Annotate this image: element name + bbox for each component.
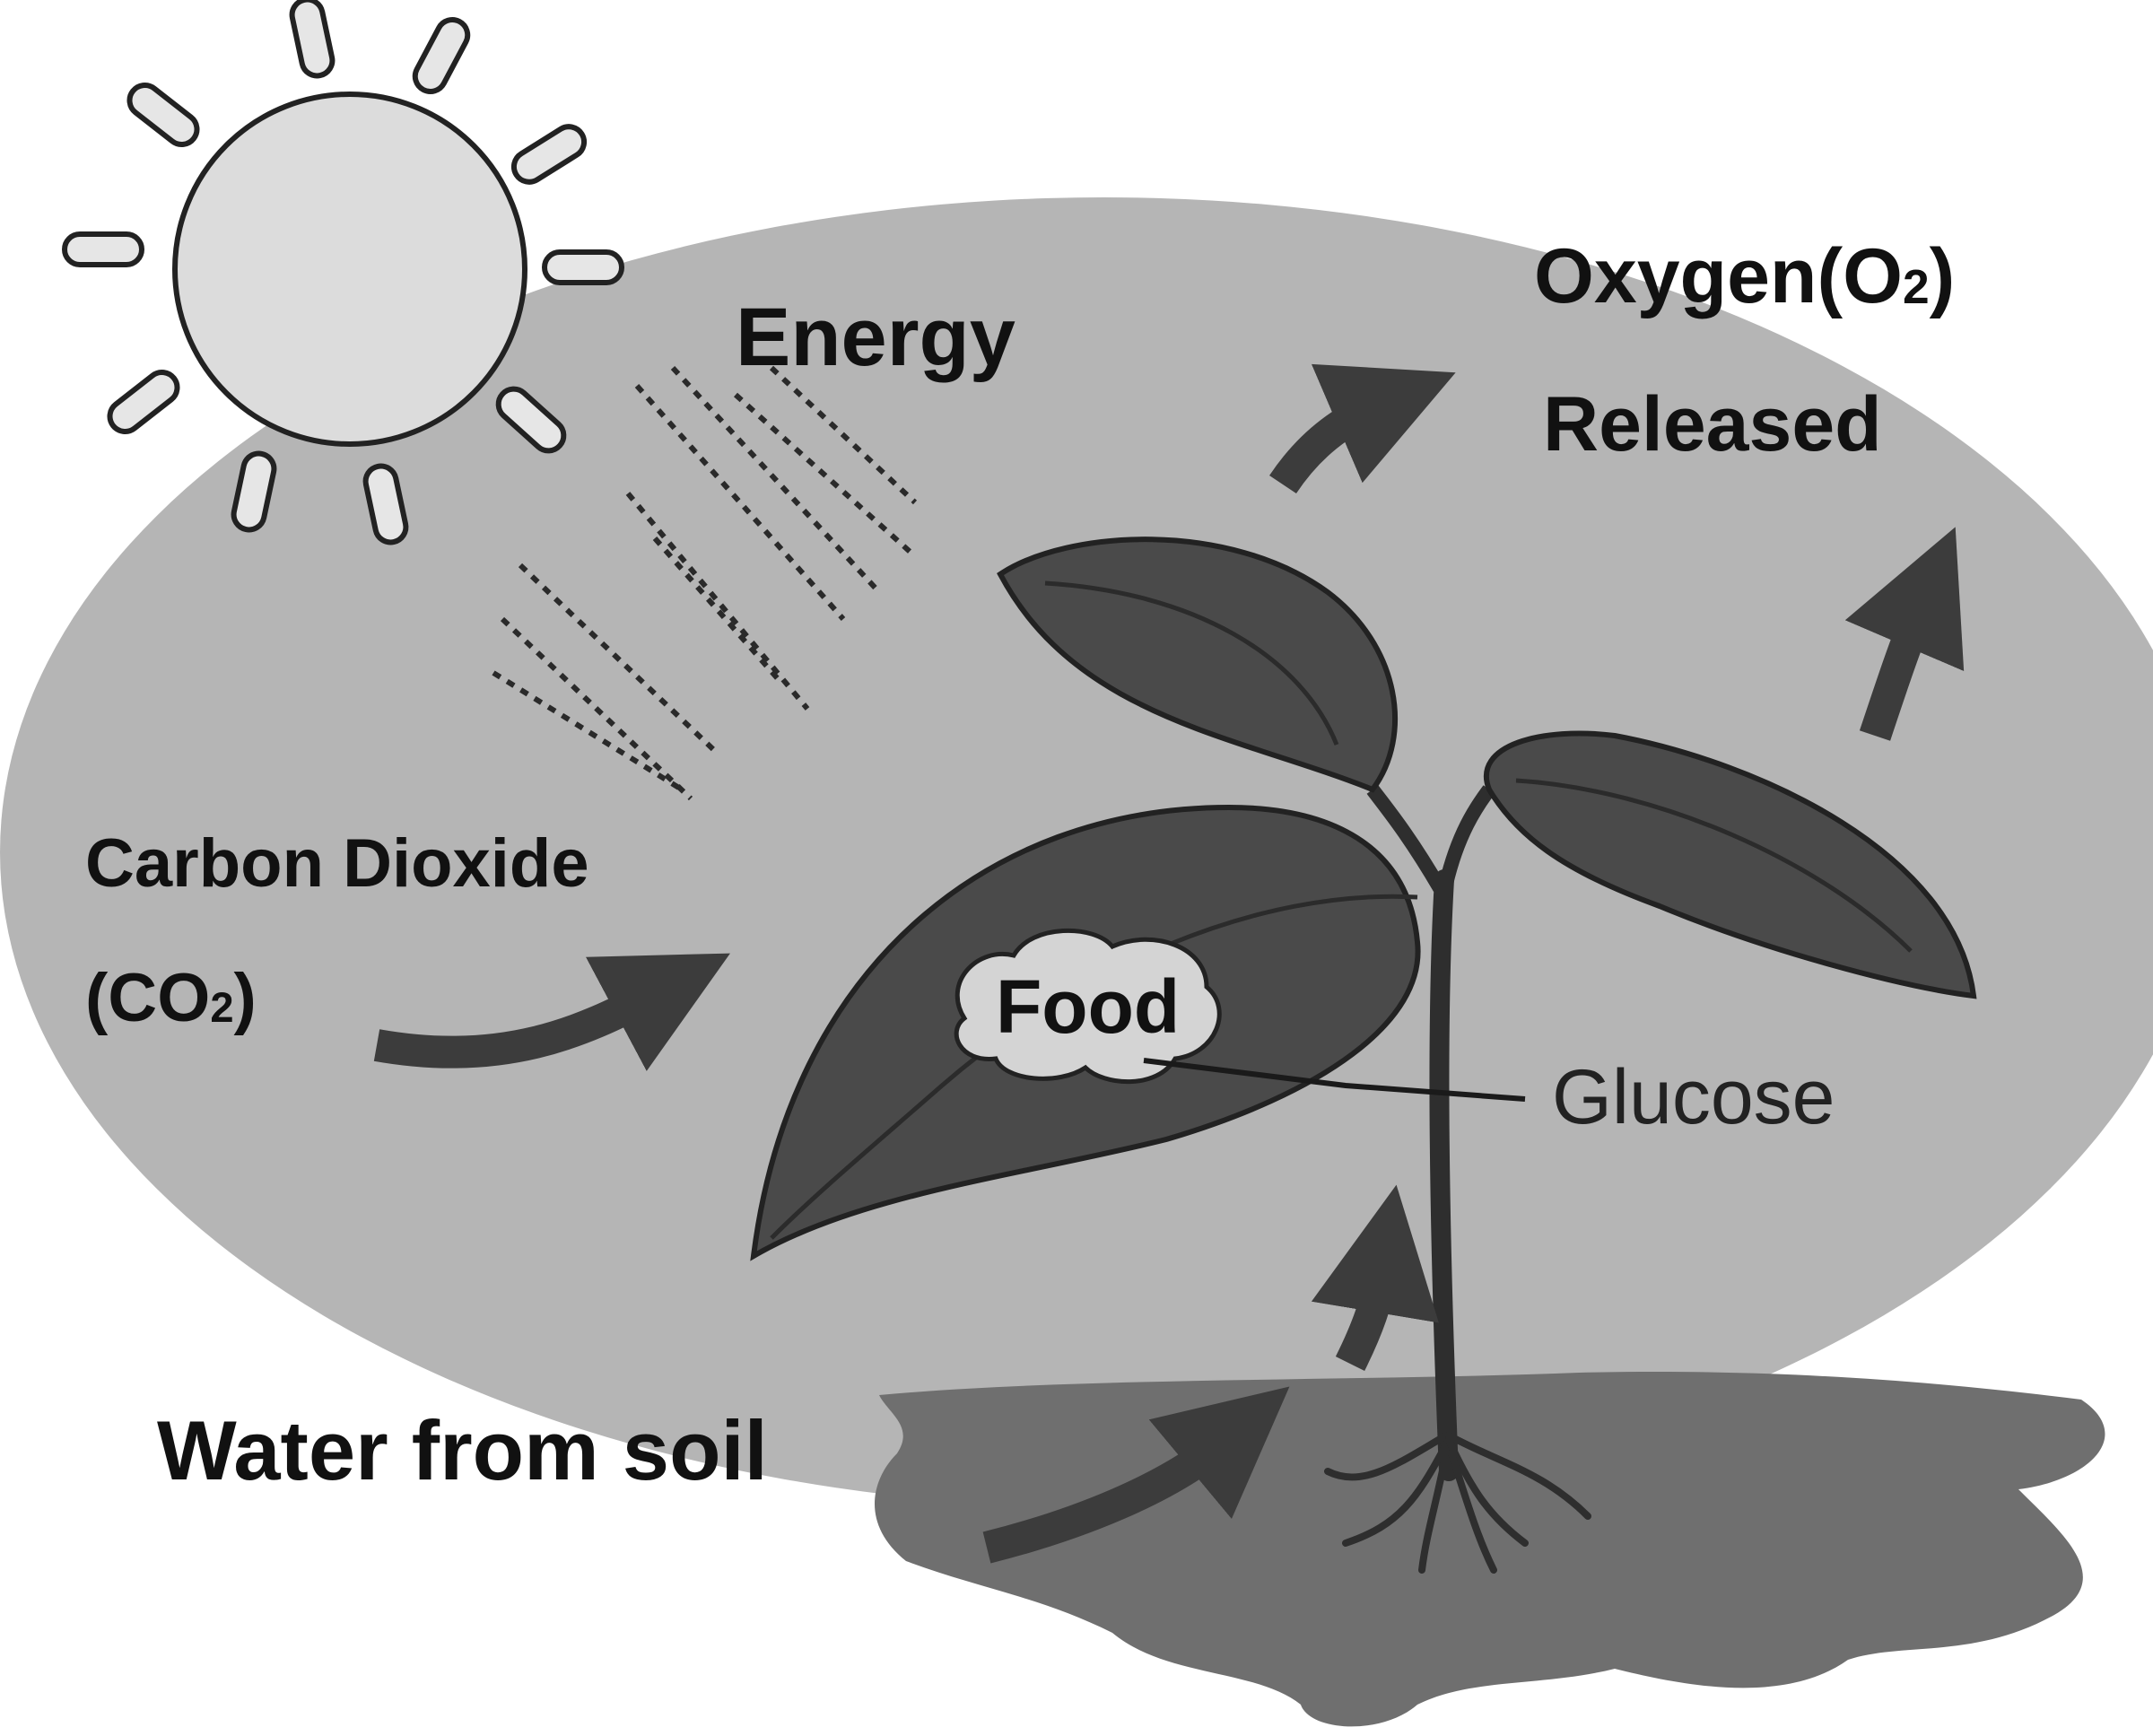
oxygen-arrow-right [1844,527,1965,741]
plant-roots [1324,1432,1591,1574]
co2-formula-text: (CO [85,960,211,1036]
leaf-top [997,537,1399,793]
water-arrow-stem [1311,1184,1439,1372]
soil-patch [875,1372,2105,1727]
carbon-dioxide-label: Carbon Dioxide [85,825,589,902]
light-rays [492,365,918,801]
oxygen-label-text: Oxygen(O [1534,233,1903,319]
co2-subscript: 2 [210,982,234,1031]
glucose-leader-line [1143,1058,1526,1102]
oxygen-close-paren: ) [1929,233,1956,319]
oxygen-arrow-left [1269,363,1456,494]
plant-stem [1429,869,1459,1481]
co2-arrow [373,953,730,1071]
food-label: Food [996,964,1181,1049]
co2-formula-label: (CO2) [85,964,257,1033]
leaf-right [1484,730,1977,999]
oxygen-released-label: Released [1543,381,1882,467]
oxygen-label: Oxygen(O2) [1534,238,1955,315]
food-cloud [954,928,1222,1085]
water-from-soil-label: Water from soil [157,1403,768,1497]
oxygen-subscript: 2 [1902,261,1930,315]
sun-icon [62,0,624,545]
water-arrow-soil [982,1386,1290,1564]
glucose-label: Glucose [1552,1054,1835,1140]
energy-label: Energy [736,292,1015,383]
co2-close-paren: ) [233,960,257,1036]
arrows [373,363,1965,1564]
